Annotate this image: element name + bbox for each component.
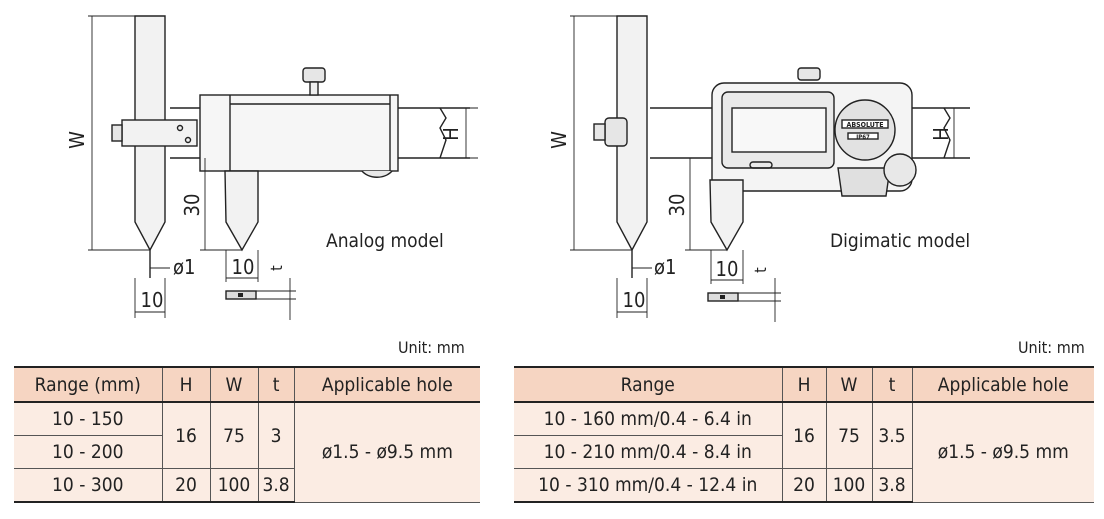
table-row: 10 - 210 mm/0.4 - 8.4 in — [514, 435, 1094, 469]
digimatic-thumb-grip — [837, 167, 891, 197]
header-W: W — [209, 366, 259, 403]
header-t: t — [257, 366, 295, 403]
digimatic-caliper-drawing: W H 30 10 10 ø1 t ABSOLUTE IP67 — [547, 15, 970, 322]
cell-range: 10 - 210 mm/0.4 - 8.4 in — [514, 435, 782, 469]
analog-dim-30: 30 — [180, 194, 204, 217]
analog-dim-phi: ø1 — [173, 255, 195, 279]
table-header-row: Range (mm) H W t Applicable hole — [14, 366, 480, 403]
digimatic-ip-rating: IP67 — [856, 134, 870, 141]
digimatic-dim-10-upper: 10 — [716, 257, 739, 281]
digimatic-dim-H: H — [929, 127, 953, 141]
header-range: Range — [514, 366, 783, 403]
analog-fixed-clamp — [121, 119, 198, 147]
digimatic-diagram: W H 30 10 10 ø1 t ABSOLUTE IP67 — [540, 0, 1104, 330]
cell-hole: ø1.5 - ø9.5 mm — [911, 401, 1094, 503]
digimatic-absolute-logo: ABSOLUTE — [846, 121, 883, 129]
cell-t: 3.8 — [257, 468, 295, 503]
cell-W: 100 — [209, 468, 259, 503]
table-header-row: Range H W t Applicable hole — [514, 366, 1094, 403]
table-row: 10 - 310 mm/0.4 - 12.4 in 20 100 3.8 — [514, 468, 1094, 503]
cell-range: 10 - 150 — [14, 401, 163, 436]
table-row: 10 - 150 16 75 3 ø1.5 - ø9.5 mm — [14, 401, 480, 503]
analog-slider — [199, 94, 399, 172]
digimatic-dim-phi: ø1 — [654, 255, 676, 279]
digimatic-dim-30: 30 — [665, 194, 689, 217]
table-row: 10 - 300 20 100 3.8 — [14, 468, 480, 503]
header-range: Range (mm) — [14, 366, 163, 403]
digimatic-dim-10-lower: 10 — [623, 288, 646, 312]
digimatic-dim-t: t — [751, 267, 770, 273]
cell-H: 20 — [161, 468, 211, 503]
analog-spec-table: Range (mm) H W t Applicable hole 10 - 15… — [14, 366, 480, 503]
cell-range: 10 - 310 mm/0.4 - 12.4 in — [514, 468, 783, 503]
cell-H: 20 — [781, 468, 827, 503]
header-hole: Applicable hole — [911, 366, 1094, 403]
digimatic-top-screw — [797, 67, 821, 81]
header-W: W — [825, 366, 873, 403]
cell-t: 3 — [257, 401, 295, 469]
analog-top-screw — [302, 67, 326, 83]
digimatic-wheel — [883, 153, 917, 187]
analog-dim-H: H — [439, 127, 463, 141]
analog-dim-10-lower: 10 — [141, 288, 164, 312]
cell-range: 10 - 200 — [14, 435, 162, 469]
table-row: 10 - 200 — [14, 435, 480, 469]
cell-H: 16 — [781, 401, 827, 469]
digimatic-moving-jaw — [709, 179, 744, 252]
header-t: t — [871, 366, 913, 403]
analog-unit-label: Unit: mm — [398, 338, 465, 357]
digimatic-fixed-clamp — [604, 117, 628, 147]
header-H: H — [161, 366, 211, 403]
analog-dim-W: W — [65, 131, 89, 149]
cell-H: 16 — [161, 401, 211, 469]
cell-W: 75 — [209, 401, 259, 469]
header-hole: Applicable hole — [293, 366, 480, 403]
digimatic-model-label: Digimatic model — [830, 230, 971, 252]
digimatic-dim-W: W — [547, 131, 571, 149]
analog-dim-10-upper: 10 — [232, 255, 255, 279]
cell-range: 10 - 300 — [14, 468, 163, 503]
table-row: 10 - 160 mm/0.4 - 6.4 in 16 75 3.5 ø1.5 … — [514, 401, 1094, 503]
analog-moving-jaw — [224, 170, 259, 252]
cell-t: 3.8 — [871, 468, 912, 503]
analog-model-label: Analog model — [326, 230, 444, 252]
cell-t: 3.5 — [871, 401, 913, 469]
digimatic-spec-table: Range H W t Applicable hole 10 - 160 mm/… — [514, 366, 1094, 503]
header-H: H — [781, 366, 827, 403]
analog-diagram: W H 30 10 10 ø1 t — [0, 0, 540, 330]
analog-dim-t: t — [267, 265, 286, 271]
digimatic-lcd — [731, 107, 827, 153]
analog-caliper-drawing: W H 30 10 10 ø1 t — [65, 15, 478, 320]
cell-range: 10 - 160 mm/0.4 - 6.4 in — [514, 401, 783, 436]
cell-W: 75 — [825, 401, 873, 469]
digimatic-fixed-jaw — [616, 15, 648, 252]
cell-hole: ø1.5 - ø9.5 mm — [293, 401, 480, 503]
digimatic-unit-label: Unit: mm — [1018, 338, 1085, 357]
digimatic-button-panel — [834, 99, 896, 161]
cell-W: 100 — [825, 468, 873, 503]
